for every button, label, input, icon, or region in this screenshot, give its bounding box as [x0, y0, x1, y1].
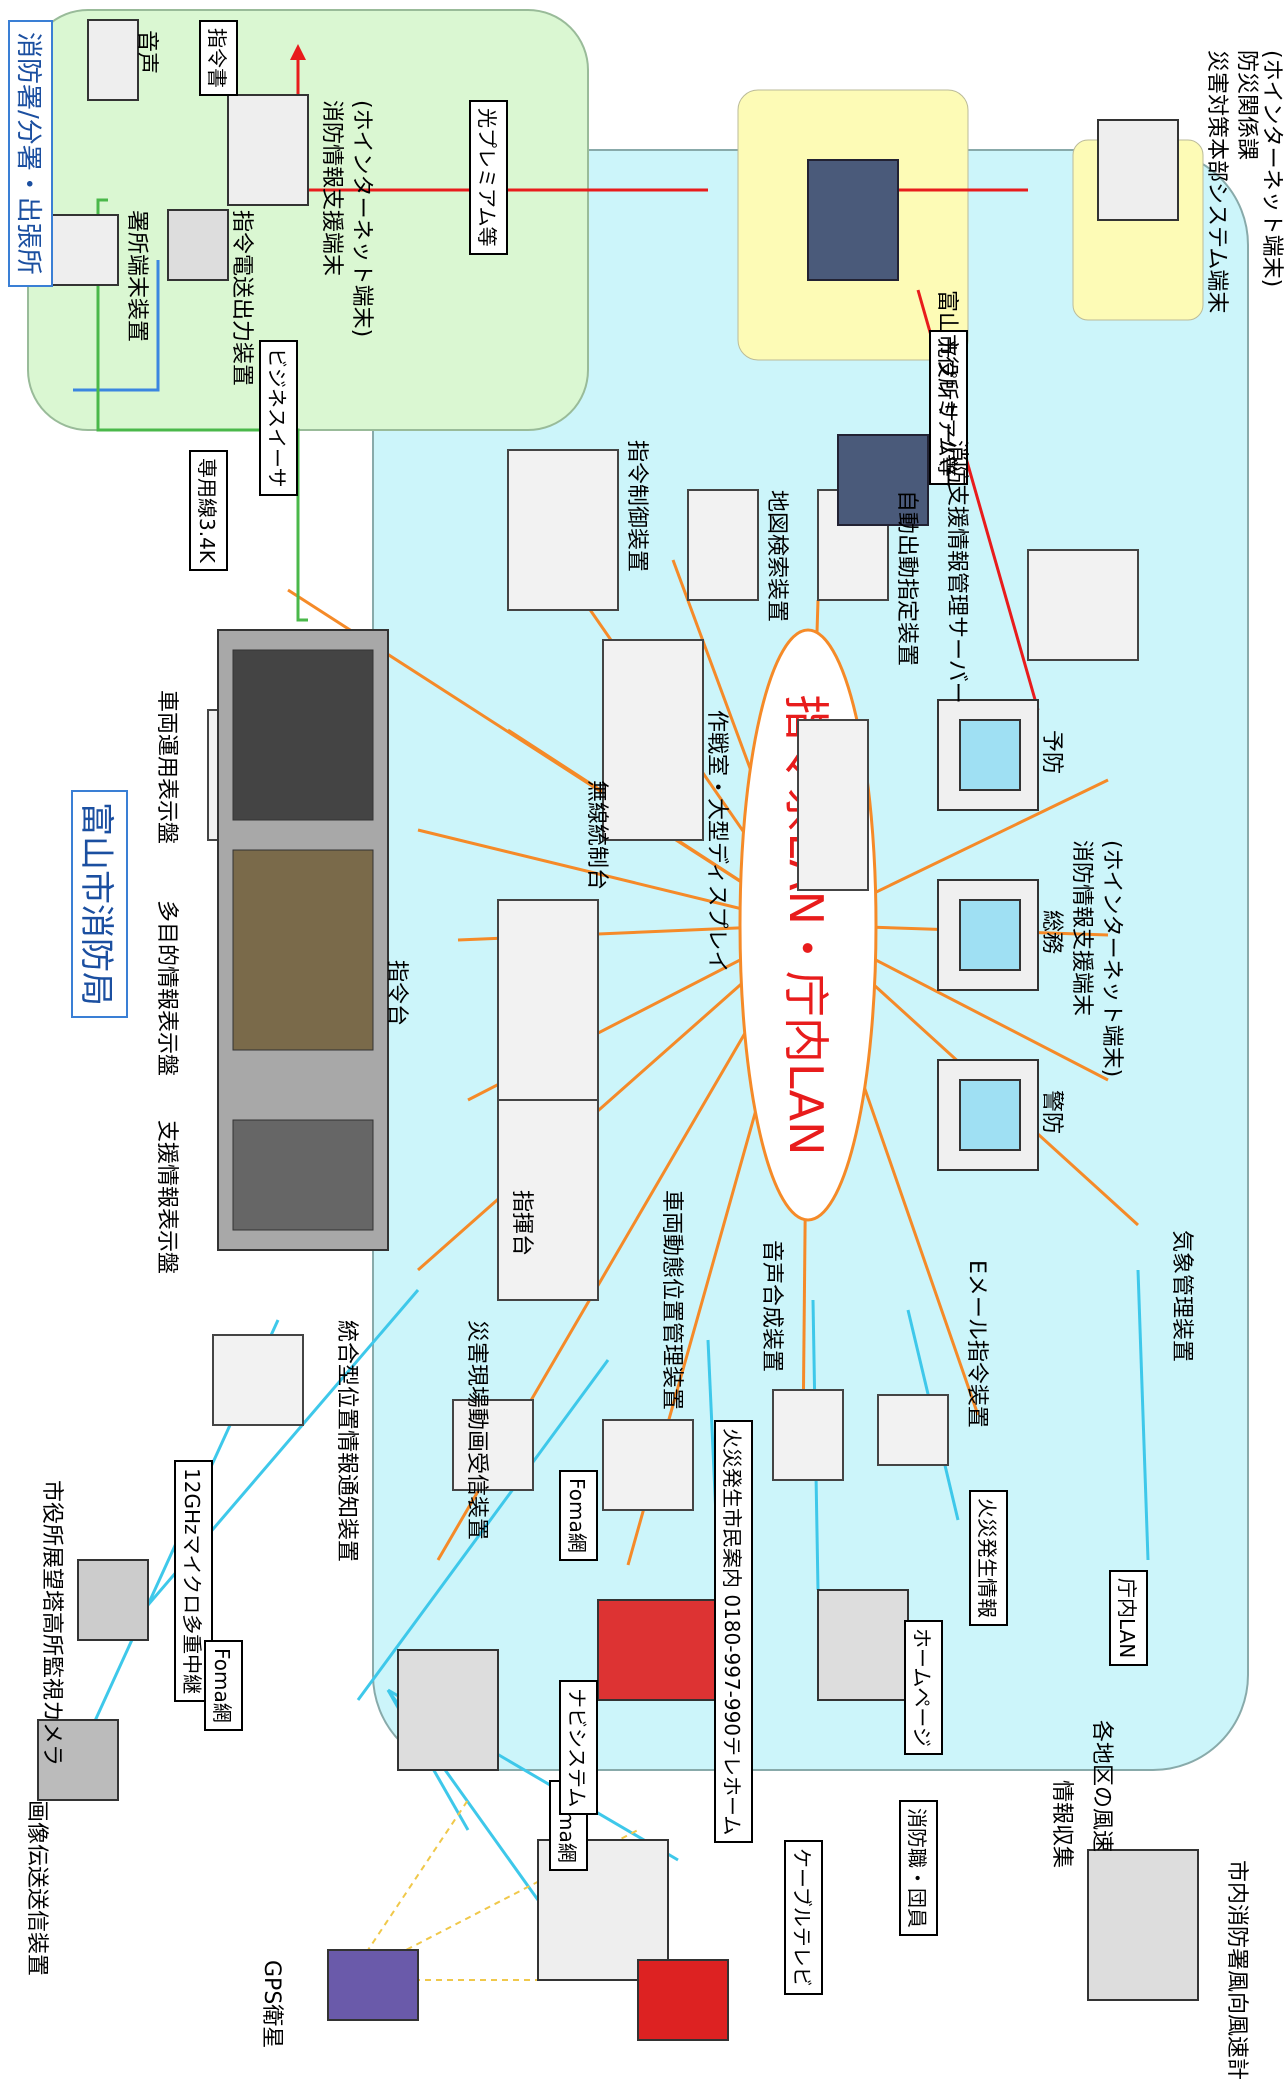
- foma-label-1: Foma網: [204, 1640, 243, 1731]
- branch-support-label-1: 消防情報支援端末: [319, 100, 344, 277]
- weather-label: 気象管理装置: [1169, 1230, 1194, 1363]
- wind-each-label: 各地区の風速: [1089, 1720, 1114, 1853]
- speaker-label: 音声: [134, 30, 159, 75]
- printer-label: 指令電送出力装置: [229, 210, 254, 387]
- navi-label: ナビシステム: [559, 1680, 598, 1816]
- shirei-label: 指令台: [384, 960, 409, 1027]
- wind-meter-shape: [1087, 1849, 1199, 2001]
- fire-hq-title: 富山市消防局: [71, 790, 128, 1018]
- mobile-shape: [817, 1589, 909, 1701]
- keibo-label: 警防: [1039, 1090, 1064, 1135]
- foma-label-2: Foma網: [559, 1470, 598, 1561]
- branch-support-label-2: (ホインターネット端末): [349, 100, 374, 338]
- disaster-terminal-label-3: (ホインターネット端末): [1259, 50, 1284, 288]
- telephone-service-label: 火災発生市民案内 0180-997-990テレホーム: [714, 1420, 753, 1844]
- video-label: 災害現場動画受信装置: [464, 1320, 489, 1541]
- support-terminals-label-1: 消防情報支援端末: [1069, 840, 1094, 1017]
- command-control-label: 指令制御装置: [624, 440, 649, 573]
- branch-support-terminal-shape: [227, 94, 309, 206]
- fire-info-label: 火災発生情報: [969, 1490, 1008, 1626]
- support-server-label: 消防支援情報管理サーバー: [944, 440, 969, 704]
- vehicle-panel-screen: [232, 649, 374, 821]
- dedicated-line: [96, 198, 308, 622]
- branch-title: 消防署/分署・出張所: [8, 20, 53, 287]
- tower-camera-label: 市役所展望塔高所監視カメラ: [39, 1480, 64, 1767]
- vehicle-pos-label: 車両動態位置管理装置: [659, 1190, 684, 1411]
- multi-panel-screen: [232, 849, 374, 1051]
- vehicle-panel-label: 車両運用表示盤: [154, 690, 179, 845]
- arrow-head: [290, 44, 306, 60]
- video-tx-shape: [37, 1719, 119, 1801]
- info-collect-label: 情報収集: [1049, 1780, 1074, 1869]
- video-tx-label: 画像伝送送信装置: [24, 1800, 49, 1977]
- location-notify-label: 統合型位置情報通知装置: [334, 1320, 359, 1563]
- ops-display-label: 作戦室・大型ディスプレイ: [704, 710, 729, 973]
- order-doc-label: 指令書: [199, 20, 238, 96]
- disaster-terminal-shape: [1097, 119, 1179, 221]
- business-label: ビジネスイーサ: [259, 340, 298, 496]
- printer-shape: [167, 209, 229, 281]
- support-terminals-label-2: (ホインターネット端末): [1099, 840, 1124, 1078]
- staff-terminal-screens: [959, 719, 1021, 1151]
- map-search-label: 地図検索装置: [764, 490, 789, 623]
- voice-synth-label: 音声合成装置: [759, 1240, 784, 1373]
- radio-label: 無線統制台: [584, 780, 609, 891]
- lan-external-label: 庁内LAN: [1109, 1570, 1148, 1667]
- fire-mobile-label: 消防職・団員: [899, 1800, 938, 1936]
- business-line: [73, 260, 160, 392]
- speaker-shape: [87, 19, 139, 101]
- somu-label: 総務: [1039, 910, 1064, 955]
- auto-dispatch-label: 自動出動指定装置: [894, 490, 919, 667]
- dedicated-label: 専用線3.4K: [189, 450, 228, 571]
- support-server-shape: [837, 434, 929, 526]
- wind-meter-label: 市内消防署風向風速計: [1224, 1860, 1249, 2081]
- support-panel-screen: [232, 1119, 374, 1231]
- disaster-terminal-label-1: 災害対策本部システム端末: [1204, 50, 1229, 314]
- multi-panel-label: 多目的情報表示盤: [154, 900, 179, 1077]
- hikari-label-1: 光プレミアム等: [469, 100, 508, 255]
- ambulance-shape: [537, 1839, 669, 1981]
- yobo-label: 予防: [1039, 730, 1064, 775]
- homepage-label: ホームページ: [904, 1620, 943, 1755]
- support-panel-label: 支援情報表示盤: [154, 1120, 179, 1275]
- cable-tv-label: ケーブルテレビ: [784, 1840, 823, 1995]
- gps-shape: [327, 1949, 419, 2021]
- tower-camera-shape: [77, 1559, 149, 1641]
- disaster-terminal-label-2: 防災関係課: [1234, 50, 1259, 161]
- email-label: Eメール指令装置: [964, 1260, 989, 1428]
- gps-label: GPS衛星: [259, 1960, 284, 2049]
- shiki-label: 指揮台: [509, 1190, 534, 1257]
- city-server-shape: [807, 159, 899, 281]
- fire-engine-shape: [597, 1599, 729, 1701]
- tower-shape: [397, 1649, 499, 1771]
- terminal-label: 署所端末装置: [124, 210, 149, 343]
- telephone-shape: [637, 1959, 729, 2041]
